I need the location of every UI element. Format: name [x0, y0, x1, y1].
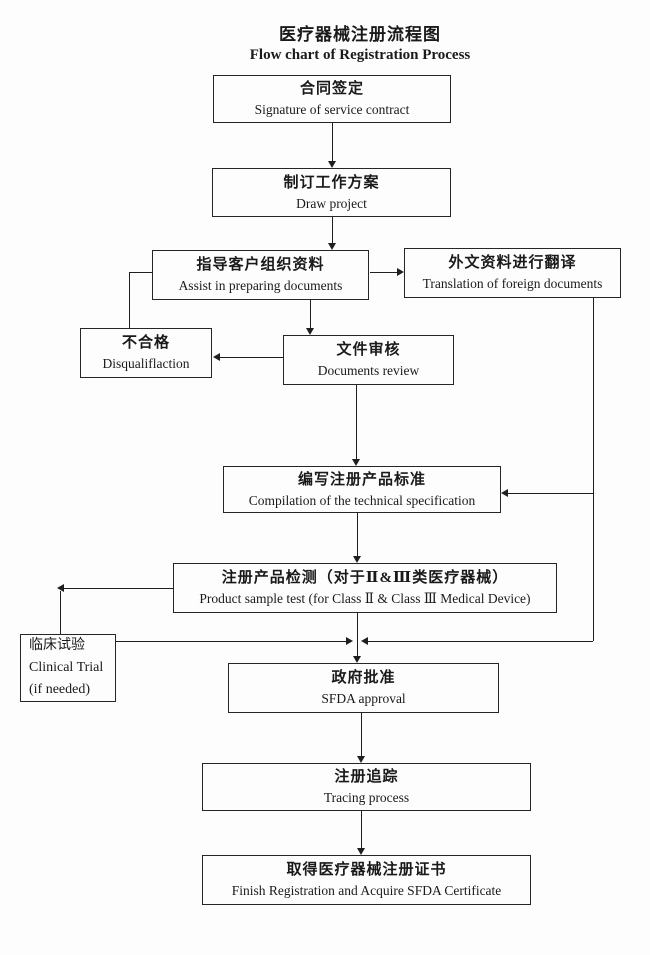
- node-translation: 外文资料进行翻译 Translation of foreign document…: [404, 248, 621, 298]
- node-tracing-process: 注册追踪 Tracing process: [202, 763, 531, 811]
- node-sample-test-en: Product sample test (for Class Ⅱ & Class…: [199, 591, 531, 606]
- node-clinical-en1: Clinical Trial: [29, 660, 104, 675]
- node-specification-en: Compilation of the technical specificati…: [248, 492, 476, 508]
- node-disqualification: 不合格 Disqualiflaction: [80, 328, 212, 378]
- node-tracing-en: Tracing process: [323, 790, 410, 805]
- node-contract-zh: 合同签定: [299, 81, 364, 97]
- node-clinical-trial: 临床试验 Clinical Trial (if needed): [20, 634, 116, 702]
- edge-translation-junction-line: [368, 641, 593, 642]
- edge-clinical-junction-arrowhead-right-icon: [346, 637, 353, 645]
- node-clinical-en2: (if needed): [29, 682, 91, 697]
- edge-clinical-junction-line: [116, 641, 346, 642]
- edge-sampletest-approval-line: [357, 613, 358, 656]
- edge-review-specification-line: [356, 385, 357, 459]
- node-translation-zh: 外文资料进行翻译: [448, 255, 577, 271]
- node-assist-documents: 指导客户组织资料 Assist in preparing documents: [152, 250, 369, 300]
- edge-translation-specification-line: [508, 493, 593, 494]
- edge-translation-junction-arrowhead-left-icon: [361, 637, 368, 645]
- edge-contract-project-arrowhead-down-icon: [328, 161, 336, 168]
- node-certificate-en: Finish Registration and Acquire SFDA Cer…: [231, 883, 502, 898]
- edge-assist-disqualification-hline: [129, 272, 152, 273]
- node-specification-zh: 编写注册产品标准: [297, 471, 426, 488]
- edge-assist-review-arrowhead-down-icon: [306, 328, 314, 335]
- edge-assist-disqualification-vline: [129, 272, 130, 328]
- edge-review-disqualification-line: [220, 357, 283, 358]
- node-contract-signature: 合同签定 Signature of service contract: [213, 75, 451, 123]
- flowchart-title-zh: 医疗器械注册流程图: [279, 25, 441, 44]
- node-disqualification-en: Disqualiflaction: [102, 356, 190, 371]
- edge-translation-specification-arrowhead-left-icon: [501, 489, 508, 497]
- edge-translation-trunk-vline: [593, 298, 594, 641]
- node-review-zh: 文件审核: [336, 342, 401, 358]
- node-project-zh: 制订工作方案: [283, 174, 380, 191]
- flowchart-title-en: Flow chart of Registration Process: [249, 47, 471, 63]
- edge-assist-review-line: [310, 300, 311, 328]
- edge-specification-sampletest-arrowhead-down-icon: [353, 556, 361, 563]
- node-project-en: Draw project: [296, 195, 367, 211]
- node-approval-en: SFDA approval: [321, 691, 406, 706]
- edge-approval-tracing-line: [361, 713, 362, 756]
- node-sample-test-zh: 注册产品检测（对于Ⅱ&Ⅲ类医疗器械）: [221, 570, 509, 586]
- edge-specification-sampletest-line: [357, 513, 358, 556]
- node-clinical-zh: 临床试验: [29, 638, 85, 653]
- edge-review-disqualification-arrowhead-left-icon: [213, 353, 220, 361]
- flowchart-title: 医疗器械注册流程图 Flow chart of Registration Pro…: [60, 20, 650, 64]
- edge-sampletest-clinical-arrowhead-left-icon: [57, 584, 64, 592]
- node-review-en: Documents review: [317, 363, 420, 378]
- edge-tracing-certificate-arrowhead-down-icon: [357, 848, 365, 855]
- node-tracing-zh: 注册追踪: [334, 769, 399, 785]
- node-draw-project: 制订工作方案 Draw project: [212, 168, 451, 217]
- node-contract-en: Signature of service contract: [254, 102, 410, 117]
- edge-sampletest-clinical-vline: [60, 591, 61, 634]
- edge-sampletest-clinical-hline: [64, 588, 173, 589]
- edge-assist-translation-arrowhead-right-icon: [397, 268, 404, 276]
- edge-review-specification-arrowhead-down-icon: [352, 459, 360, 466]
- node-disqualification-zh: 不合格: [121, 335, 170, 351]
- node-product-sample-test: 注册产品检测（对于Ⅱ&Ⅲ类医疗器械） Product sample test (…: [173, 563, 557, 613]
- node-certificate-zh: 取得医疗器械注册证书: [286, 862, 447, 878]
- edge-sampletest-approval-arrowhead-down-icon: [353, 656, 361, 663]
- node-sfda-certificate: 取得医疗器械注册证书 Finish Registration and Acqui…: [202, 855, 531, 905]
- edge-assist-translation-line: [370, 272, 397, 273]
- edge-contract-project-line: [332, 123, 333, 161]
- node-approval-zh: 政府批准: [331, 670, 396, 686]
- edge-approval-tracing-arrowhead-down-icon: [357, 756, 365, 763]
- node-sfda-approval: 政府批准 SFDA approval: [228, 663, 499, 713]
- edge-project-assist-line: [332, 217, 333, 243]
- edge-project-assist-arrowhead-down-icon: [328, 243, 336, 250]
- node-documents-review: 文件审核 Documents review: [283, 335, 454, 385]
- node-assist-zh: 指导客户组织资料: [196, 257, 325, 273]
- edge-tracing-certificate-line: [361, 811, 362, 848]
- node-technical-specification: 编写注册产品标准 Compilation of the technical sp…: [223, 466, 501, 513]
- node-translation-en: Translation of foreign documents: [422, 276, 603, 291]
- node-assist-en: Assist in preparing documents: [178, 278, 343, 293]
